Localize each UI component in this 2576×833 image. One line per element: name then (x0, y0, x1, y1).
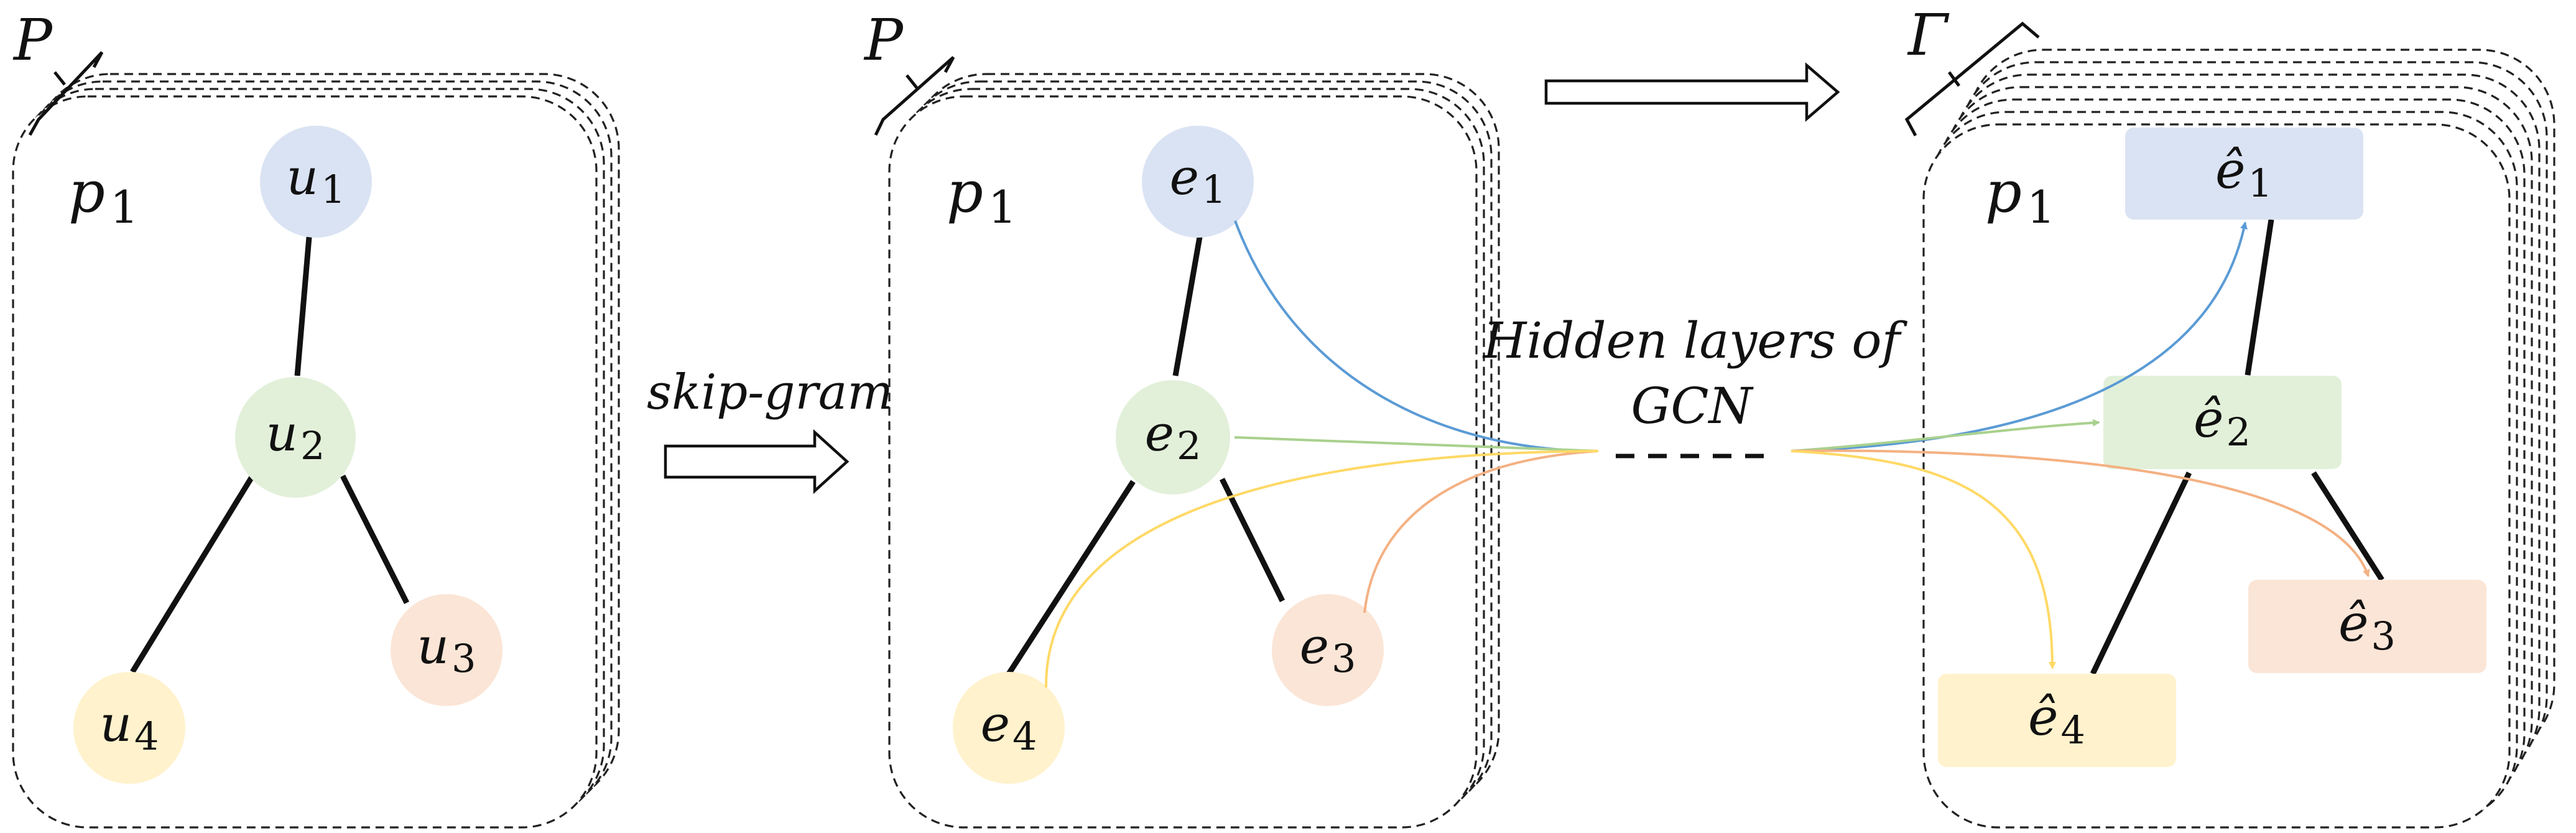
embedding-node-e1: e1 (1142, 126, 1254, 238)
node-label: e2 (1145, 404, 1202, 468)
skip-gram-label: skip-gram (647, 365, 893, 421)
hidden-layers-label-line1: Hidden layers of (1482, 312, 1908, 370)
stack-count-label: P (12, 7, 53, 73)
graph-edge (2245, 219, 2274, 376)
node-circle (391, 594, 503, 706)
user-node-u3: u3 (391, 594, 503, 706)
node-circle (73, 672, 185, 784)
node-label: u4 (100, 695, 159, 759)
node-label: ê3 (2338, 594, 2396, 659)
node-circle (1142, 126, 1254, 238)
embedding-node-e2: e2 (1116, 380, 1230, 495)
user-node-u4: u4 (73, 672, 185, 784)
node-label: u2 (266, 404, 325, 468)
node-label: u1 (287, 148, 346, 212)
user-node-u2: u2 (235, 377, 356, 498)
flow-gcn-to-e2 (1791, 419, 2100, 452)
graph-edge (340, 474, 410, 605)
node-circle (1272, 594, 1384, 706)
graph-edge (1006, 480, 1136, 676)
node-circle (235, 377, 356, 498)
stack-count-label: Γ (1907, 2, 1950, 68)
block-arrow-right (1544, 62, 1840, 122)
node-label: ê2 (2194, 390, 2251, 455)
node-box (1938, 674, 2176, 767)
node-box (2125, 128, 2363, 220)
node-box (2103, 376, 2342, 469)
node-box (2248, 580, 2486, 673)
flow-e3-to-gcn (1363, 450, 1599, 613)
user-node-u1: u1 (260, 126, 372, 238)
output-node-e1: ê1 (2125, 128, 2363, 220)
node-label: ê1 (2215, 141, 2273, 206)
skip-gram-arrow: skip-gram (647, 365, 893, 495)
node-circle (260, 126, 372, 238)
flow-e4-to-gcn (1044, 450, 1599, 688)
node-label: e1 (1170, 148, 1226, 212)
graph-edge (130, 474, 255, 674)
embedding-node-e3: e3 (1272, 594, 1384, 706)
output-node-e3: ê3 (2248, 580, 2486, 673)
block-arrow-right (664, 429, 850, 495)
flow-e1-to-gcn (1234, 220, 1599, 452)
node-label: u3 (417, 617, 476, 681)
stack-brace (874, 56, 955, 136)
embedding-node-e4: e4 (953, 672, 1065, 784)
node-label: ê4 (2028, 688, 2085, 753)
graph-edge (2090, 472, 2192, 675)
output-node-e4: ê4 (1938, 674, 2176, 767)
stack-count-label: P (863, 7, 904, 73)
stack-brace (1904, 21, 2040, 137)
graph-edge (294, 236, 312, 376)
graph-edge (2311, 471, 2384, 582)
node-circle (953, 672, 1065, 784)
node-circle (1116, 380, 1230, 495)
flow-gcn-to-e4 (1791, 450, 2056, 669)
node-label: e3 (1300, 617, 1356, 681)
output-node-e2: ê2 (2103, 376, 2342, 469)
graph-edge (1219, 478, 1286, 602)
node-label: e4 (981, 695, 1037, 759)
flow-gcn-to-e3 (1791, 449, 2370, 577)
hidden-layers-label-line2: GCN (1631, 377, 1754, 435)
gcn-hidden-layers: Hidden layers of GCN (1482, 312, 1908, 458)
stack-brace (28, 51, 104, 136)
flow-e2-to-gcn (1234, 436, 1599, 452)
flow-gcn-to-e1 (1791, 221, 2248, 452)
graph-edge (1172, 236, 1203, 376)
